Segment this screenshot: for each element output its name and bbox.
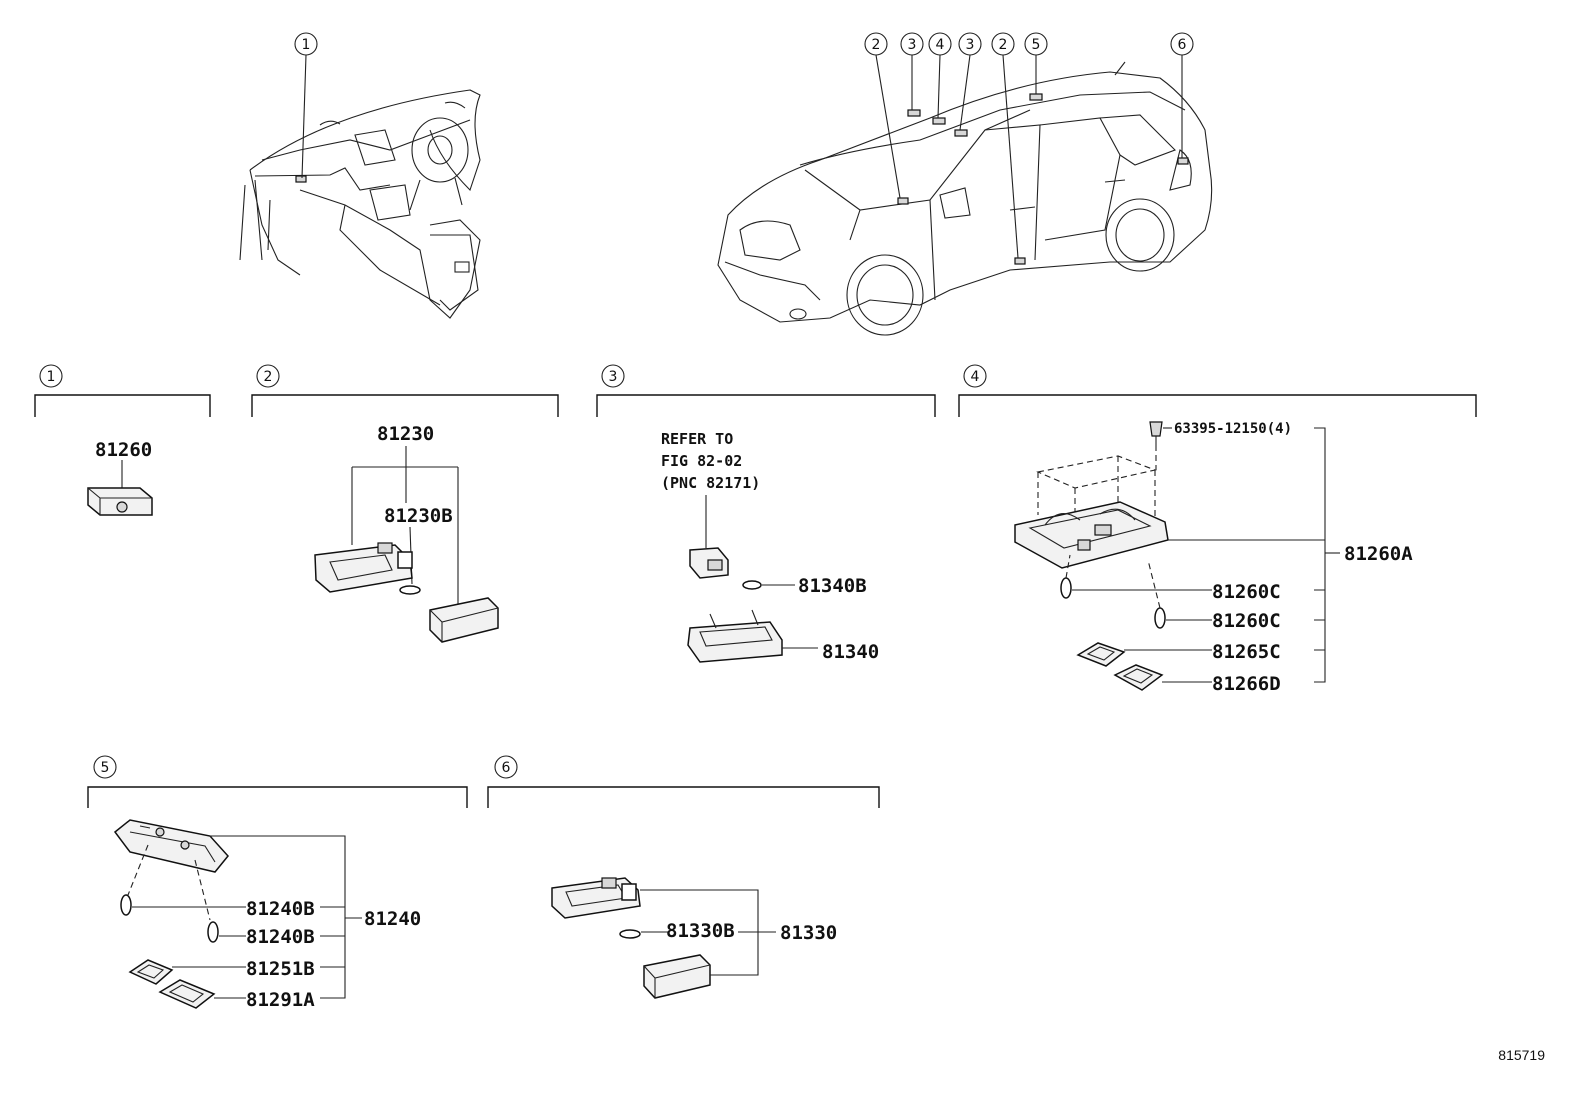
svg-text:5: 5 bbox=[1032, 37, 1041, 53]
svg-text:2: 2 bbox=[872, 37, 881, 53]
connector-reference-part bbox=[689, 547, 729, 579]
part-number-81291A[interactable]: 81291A bbox=[246, 989, 315, 1011]
svg-text:4: 4 bbox=[971, 369, 980, 385]
section-5: 4 5 81240B 81240B 81251B 8 bbox=[87, 755, 468, 1011]
part-81260C-bulb-right bbox=[1147, 559, 1166, 629]
part-number-81266D[interactable]: 81266D bbox=[1212, 673, 1281, 695]
svg-text:1: 1 bbox=[302, 37, 311, 53]
part-81240B-bulb-left bbox=[120, 894, 132, 916]
clip-63395-12150 bbox=[1149, 421, 1163, 445]
part-number-81240B-1[interactable]: 81240B bbox=[246, 898, 315, 920]
part-number-81340[interactable]: 81340 bbox=[822, 641, 879, 663]
part-number-81260A[interactable]: 81260A bbox=[1344, 543, 1413, 565]
part-number-63395-12150[interactable]: 63395-12150(4) bbox=[1174, 421, 1292, 437]
part-81240B-bulb-right bbox=[207, 921, 219, 943]
part-81330-lamp-housing bbox=[551, 877, 641, 919]
section-3: 3 REFER TO FIG 82-02 (PNC 82171) 81340B … bbox=[596, 364, 936, 663]
part-81330B-bulb bbox=[619, 929, 641, 939]
part-81340-lamp bbox=[687, 609, 783, 663]
part-number-81230[interactable]: 81230 bbox=[377, 423, 434, 445]
part-number-81240B-2[interactable]: 81240B bbox=[246, 926, 315, 948]
section-1: 1 81260 bbox=[34, 364, 211, 516]
part-number-81230B[interactable]: 81230B bbox=[384, 505, 453, 527]
figure-id: 815719 bbox=[1498, 1047, 1545, 1063]
part-81266D-cover bbox=[1113, 664, 1164, 691]
vehicle-overview-illustration bbox=[717, 61, 1213, 336]
section-6: 6 81330B 81330 bbox=[487, 755, 880, 999]
svg-text:4: 4 bbox=[936, 37, 945, 53]
svg-text:2: 2 bbox=[264, 369, 273, 385]
part-81251B-cover bbox=[128, 959, 174, 985]
part-81240-room-lamp bbox=[113, 819, 229, 873]
part-number-81340B[interactable]: 81340B bbox=[798, 575, 867, 597]
interior-overview-illustration bbox=[239, 89, 481, 319]
part-81260C-bulb-left bbox=[1060, 554, 1072, 599]
part-81230-lens bbox=[429, 597, 499, 643]
reference-note-line-1: REFER TO bbox=[661, 430, 733, 448]
reference-note-line-2: FIG 82-02 bbox=[661, 452, 742, 470]
part-number-81251B[interactable]: 81251B bbox=[246, 958, 315, 980]
part-number-81240[interactable]: 81240 bbox=[364, 908, 421, 930]
svg-text:3: 3 bbox=[908, 37, 917, 53]
overview-callout-1: 1 bbox=[294, 32, 318, 179]
part-81330-lens bbox=[643, 954, 711, 999]
section-4: 4 63395-12150(4) 81260C bbox=[958, 364, 1477, 695]
reference-note-line-3: (PNC 82171) bbox=[661, 474, 760, 492]
svg-text:3: 3 bbox=[609, 369, 618, 385]
part-81230B-bulb bbox=[399, 585, 421, 595]
part-number-81265C[interactable]: 81265C bbox=[1212, 641, 1281, 663]
part-81260A-map-lamp bbox=[1014, 501, 1169, 569]
svg-text:5: 5 bbox=[101, 760, 110, 776]
part-number-81260C-2[interactable]: 81260C bbox=[1212, 610, 1281, 632]
svg-text:6: 6 bbox=[1178, 37, 1187, 53]
part-81260-lamp bbox=[87, 487, 153, 516]
part-number-81260[interactable]: 81260 bbox=[95, 439, 152, 461]
part-81291A-cover bbox=[158, 979, 216, 1009]
part-number-81330B[interactable]: 81330B bbox=[666, 920, 735, 942]
svg-text:3: 3 bbox=[966, 37, 975, 53]
svg-text:2: 2 bbox=[999, 37, 1008, 53]
part-number-81260C-1[interactable]: 81260C bbox=[1212, 581, 1281, 603]
vehicle-callouts: 2 3 4 3 2 5 6 bbox=[864, 32, 1194, 259]
part-81265C-cover bbox=[1076, 642, 1126, 667]
svg-text:1: 1 bbox=[47, 369, 56, 385]
part-81230-lamp-housing bbox=[314, 542, 413, 593]
svg-text:6: 6 bbox=[502, 760, 511, 776]
part-number-81330[interactable]: 81330 bbox=[780, 922, 837, 944]
section-2: 2 81230 81230B bbox=[251, 364, 559, 643]
part-81340B-bulb bbox=[742, 580, 762, 590]
